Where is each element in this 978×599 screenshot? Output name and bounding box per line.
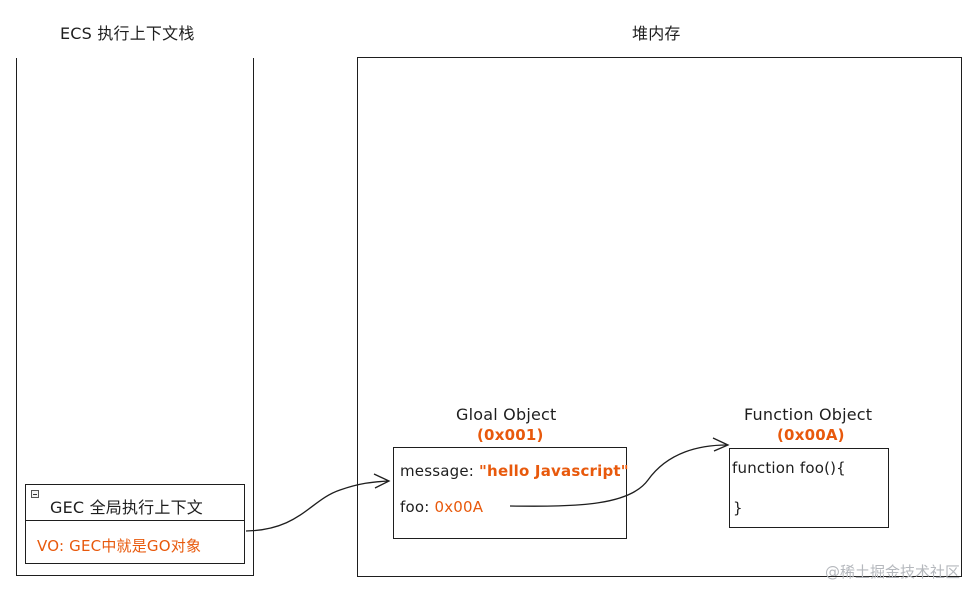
function-code-line2: } [733, 499, 743, 517]
ecs-stack-title: ECS 执行上下文栈 [60, 24, 195, 43]
gec-vo-text: VO: GEC中就是GO对象 [37, 537, 202, 555]
heap-title: 堆内存 [632, 24, 681, 43]
message-value: "hello Javascript" [479, 462, 629, 480]
function-code-line1: function foo(){ [732, 459, 846, 477]
global-object-address: (0x001) [477, 426, 544, 444]
gec-context-box[interactable]: GEC 全局执行上下文 VO: GEC中就是GO对象 [25, 484, 245, 564]
heap-frame [357, 57, 962, 577]
message-property: message: "hello Javascript" [400, 462, 629, 480]
gec-header: GEC 全局执行上下文 [26, 485, 244, 521]
foo-key: foo: [400, 498, 435, 516]
function-object-box[interactable]: function foo(){ } [729, 448, 889, 528]
watermark: @稀土掘金技术社区 [824, 563, 960, 581]
function-object-title: Function Object [744, 405, 873, 424]
gec-title: GEC 全局执行上下文 [50, 498, 203, 517]
collapse-icon[interactable] [31, 490, 39, 498]
message-key: message: [400, 462, 480, 480]
foo-value: 0x00A [434, 498, 484, 516]
global-object-title: Gloal Object [456, 405, 557, 424]
ecs-stack-frame [16, 58, 254, 576]
global-object-box[interactable]: message: "hello Javascript" foo: 0x00A [393, 447, 629, 539]
foo-property: foo: 0x00A [400, 498, 483, 516]
function-object-address: (0x00A) [777, 426, 845, 444]
